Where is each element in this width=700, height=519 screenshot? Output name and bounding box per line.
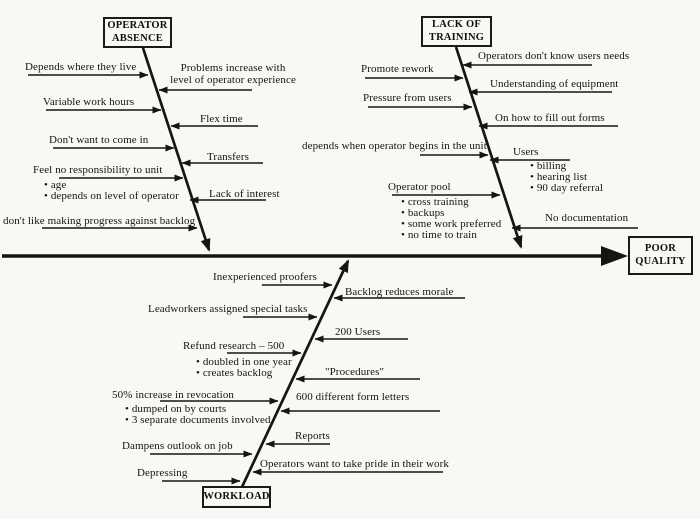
cause-backlog-reduces-morale: Backlog reduces morale <box>345 286 454 298</box>
bullet-90-day-referral: 90 day referral <box>530 182 603 195</box>
cause-transfers: Transfers <box>207 151 250 163</box>
cause-on-how-to-fill-out-forms: On how to fill out forms <box>495 112 605 124</box>
spine-arrowhead <box>601 246 628 266</box>
cause-reports: Reports <box>295 430 330 442</box>
cause-leadworkers-special-tasks: Leadworkers assigned special tasks <box>148 303 308 315</box>
cause-dont-want-to-come-in: Don't want to come in <box>49 134 149 146</box>
category-box-workload: WORKLOAD <box>202 486 271 508</box>
cause-depressing: Depressing <box>137 467 188 479</box>
bullet-hearing-list: hearing list <box>530 171 587 184</box>
cause-depends-where-they-live: Depends where they live <box>25 61 137 73</box>
cause-procedures: "Procedures" <box>325 366 385 378</box>
cause-depends-when-operator-begins: depends when operator begins in the unit <box>302 140 487 152</box>
bullet-doubled-in-one-year: doubled in one year <box>196 356 292 369</box>
branch-line-workload <box>240 259 350 488</box>
category-box-lack-of-training: LACK OF TRAINING <box>421 16 492 47</box>
cause-flex-time: Flex time <box>200 113 243 125</box>
cause-feel-no-responsibility: Feel no responsibility to unit <box>33 164 163 176</box>
cause-users: Users <box>513 146 539 158</box>
cause-promote-rework: Promote rework <box>361 63 434 75</box>
cause-understanding-of-equipment: Understanding of equipment <box>490 78 619 90</box>
bullet-3-separate-documents: 3 separate documents involved <box>125 414 271 427</box>
cause-variable-work-hours: Variable work hours <box>43 96 135 108</box>
cause-lack-of-interest: Lack of interest <box>209 188 280 200</box>
cause-operators-dont-know-users-needs: Operators don't know users needs <box>478 50 630 62</box>
bullet-age: age <box>44 179 66 192</box>
cause-600-different-form-letters: 600 different form letters <box>296 391 410 403</box>
cause-dont-like-making-progress: don't like making progress against backl… <box>3 215 196 227</box>
bullet-dumped-on-by-courts: dumped on by courts <box>125 403 226 416</box>
cause-200-users: 200 Users <box>335 326 381 338</box>
bullet-backups: backups <box>401 207 445 220</box>
effect-box-poor-quality: POOR QUALITY <box>628 236 693 275</box>
category-box-operator-absence: OPERATOR ABSENCE <box>103 17 172 48</box>
branch-line-lack-of-training <box>454 46 523 249</box>
cause-50-percent-increase-revocation: 50% increase in revocation <box>112 389 235 401</box>
cause-pressure-from-users: Pressure from users <box>363 92 452 104</box>
cause-inexperienced-proofers: Inexperienced proofers <box>213 271 317 283</box>
cause-dampens-outlook-on-job: Dampens outlook on job <box>122 440 233 452</box>
cause-operator-pool: Operator pool <box>388 181 451 193</box>
cause-no-documentation: No documentation <box>545 212 629 224</box>
bullet-billing: billing <box>530 160 566 173</box>
cause-arrows-workload <box>150 281 465 485</box>
bullet-cross-training: cross training <box>401 196 469 209</box>
cause-problems-increase: Problems increase with level of operator… <box>170 62 296 86</box>
branch-line-operator-absence <box>141 47 211 252</box>
bullet-creates-backlog: creates backlog <box>196 367 273 380</box>
bullet-some-work-preferred: some work preferred <box>401 218 501 231</box>
bullet-depends-on-level-of-operator: depends on level of operator <box>44 190 179 203</box>
cause-refund-research-500: Refund research – 500 <box>183 340 285 352</box>
bullet-no-time-to-train: no time to train <box>401 229 477 242</box>
cause-operators-take-pride: Operators want to take pride in their wo… <box>260 458 450 470</box>
cause-arrows-operator-absence <box>28 71 266 232</box>
